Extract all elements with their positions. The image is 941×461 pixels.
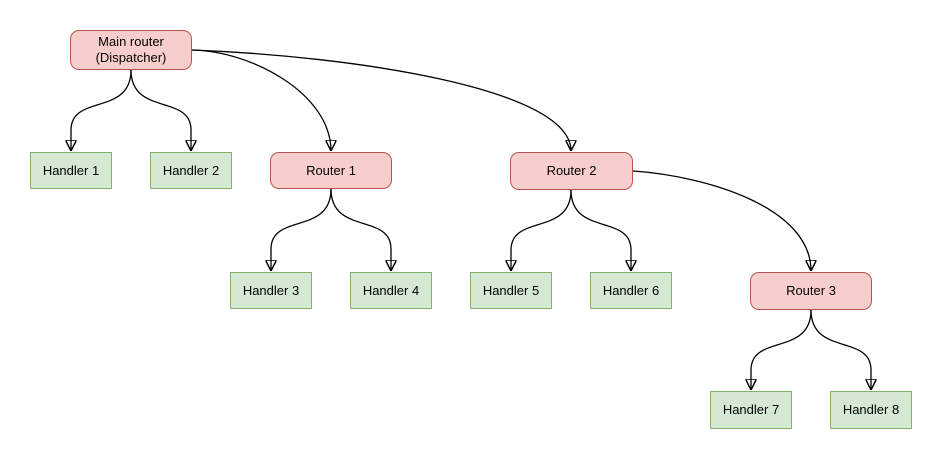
node-main-router: Main router (Dispatcher) bbox=[70, 30, 192, 70]
node-handler-4: Handler 4 bbox=[350, 272, 432, 309]
node-label: Router 3 bbox=[786, 283, 836, 298]
node-router-1: Router 1 bbox=[270, 152, 392, 189]
edge-router-1-to-handler-3 bbox=[271, 188, 332, 271]
node-handler-7: Handler 7 bbox=[710, 391, 792, 429]
node-label: Router 1 bbox=[306, 162, 356, 178]
node-handler-8: Handler 8 bbox=[830, 391, 912, 429]
node-label: Handler 7 bbox=[722, 402, 780, 417]
node-label: Handler 2 bbox=[162, 162, 220, 178]
edge-router-2-to-router-3 bbox=[632, 170, 811, 271]
node-label: Handler 1 bbox=[42, 162, 100, 178]
node-handler-3: Handler 3 bbox=[230, 272, 312, 309]
edge-router-1-to-handler-4 bbox=[330, 188, 391, 271]
edge-main-router-to-router-2 bbox=[191, 49, 571, 151]
node-label: Handler 5 bbox=[482, 282, 540, 298]
edge-router-2-to-handler-6 bbox=[570, 189, 631, 271]
node-label: Handler 4 bbox=[362, 282, 420, 298]
node-label: Handler 6 bbox=[602, 282, 660, 298]
edge-main-router-to-handler-2 bbox=[130, 69, 191, 151]
node-label-line: Main router bbox=[98, 34, 164, 49]
node-label: Handler 3 bbox=[242, 282, 300, 298]
node-label-line: (Dispatcher) bbox=[95, 50, 167, 65]
node-label: Router 2 bbox=[546, 163, 597, 178]
edge-main-router-to-router-1 bbox=[191, 49, 331, 151]
node-handler-2: Handler 2 bbox=[150, 152, 232, 189]
edge-router-3-to-handler-8 bbox=[810, 309, 871, 390]
node-router-3: Router 3 bbox=[750, 272, 872, 310]
node-router-2: Router 2 bbox=[510, 152, 633, 190]
node-handler-6: Handler 6 bbox=[590, 272, 672, 309]
node-handler-1: Handler 1 bbox=[30, 152, 112, 189]
node-label: Handler 8 bbox=[842, 402, 900, 417]
node-handler-5: Handler 5 bbox=[470, 272, 552, 309]
edge-router-2-to-handler-5 bbox=[511, 189, 572, 271]
edge-main-router-to-handler-1 bbox=[71, 69, 132, 151]
edge-router-3-to-handler-7 bbox=[751, 309, 812, 390]
